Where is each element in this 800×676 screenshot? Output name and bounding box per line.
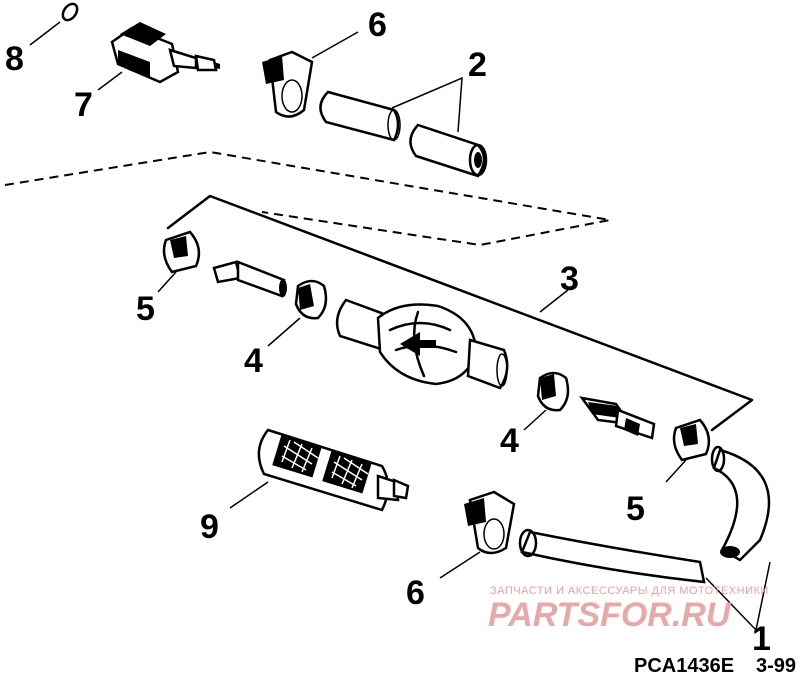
clamp-part-6-top [262,50,314,118]
callout-8: 8 [5,40,24,78]
callout-3: 3 [560,260,579,298]
leader-line-1 [705,561,771,632]
ring-part-4-left [294,279,328,320]
leader-line-3 [539,289,569,313]
callout-2: 2 [468,46,487,84]
leader-line-5-left [157,271,177,293]
figure-page: 3-99 [756,655,796,676]
leader-line-2 [391,76,463,133]
fitting-right [579,396,656,440]
dashed-outline [4,150,611,247]
leader-line-9 [229,481,269,509]
ring-part-4-right [536,371,570,412]
fitting-left [212,260,287,298]
clamp-part-6-bottom [464,490,516,555]
fuel-hose-part-1 [518,445,771,584]
callout-5-right: 5 [626,490,645,528]
leader-line-4-left [267,317,301,347]
filter-part-9 [257,428,410,512]
leader-line-6-top [311,31,359,59]
leader-line-8 [29,21,61,46]
leader-line-7 [97,71,123,91]
clamp-part-5-right [672,418,711,462]
bracket-line-3 [166,194,754,432]
callout-4-left: 4 [244,342,263,380]
callout-7: 7 [74,86,93,124]
figure-code: PCA1436E [634,655,734,676]
primer-bulb-part-3 [335,298,509,390]
callout-6-top: 6 [368,6,387,44]
clamp-part-5-left [162,230,201,274]
leader-line-6-bottom [439,551,481,579]
connector-part-7 [110,22,220,84]
o-ring-part-8 [61,2,79,22]
callout-1: 1 [752,620,771,658]
callout-6-bottom: 6 [406,574,425,612]
watermark-brand: PARTSFOR.RU [488,596,732,634]
callout-9: 9 [200,508,219,546]
callout-5-left: 5 [136,290,155,328]
hose-pieces-part-2 [319,90,488,178]
leader-line-5-right [665,459,687,483]
leader-line-4-right [523,409,547,431]
watermark-tagline: ЗАПЧАСТИ И АКСЕССУАРЫ ДЛЯ МОТОТЕХНИКИ [490,585,769,597]
callout-4-right: 4 [500,422,519,460]
